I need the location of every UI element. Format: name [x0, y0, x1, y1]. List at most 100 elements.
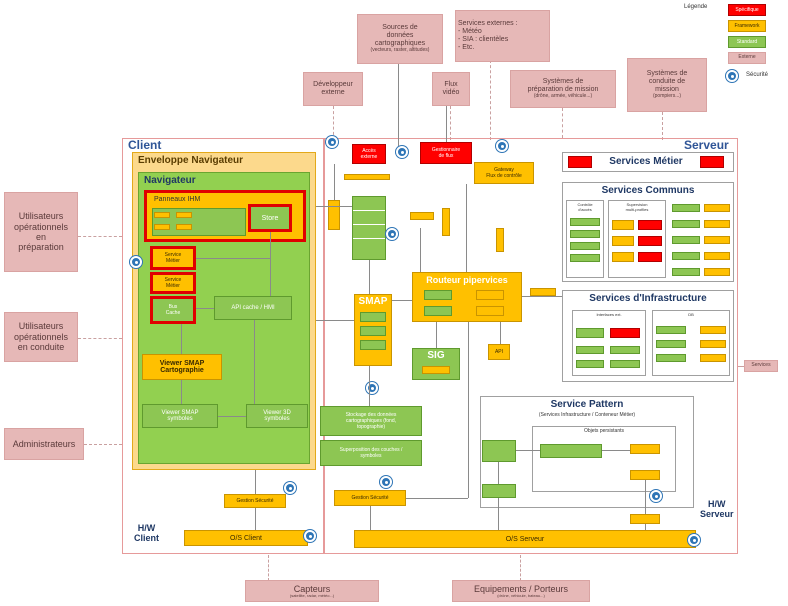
server-security-manager: Gestion Sécurité [334, 490, 406, 506]
line-carto [398, 64, 399, 146]
persistent-objects-frame [532, 426, 676, 492]
right-services-label: Services [751, 362, 771, 369]
video-flows: Flux vidéo [432, 72, 470, 106]
stack-divider-3 [353, 238, 385, 239]
legend-framework: Framework [728, 20, 766, 32]
equipment-sub: (drône, véhicule, bateau...) [497, 592, 545, 598]
infra-a-item-4 [610, 346, 640, 354]
envelope-title: Enveloppe Navigateur [138, 155, 244, 166]
common-d-5 [704, 268, 730, 276]
legend-external: Externe [728, 52, 766, 64]
equipment-label: Equipements / Porteurs [473, 583, 569, 594]
flow-manager: Gestionnaire de flux [420, 142, 472, 164]
router-link-chip [530, 288, 556, 296]
hmi-chip-2 [176, 212, 192, 218]
line-pattern-os [498, 498, 499, 530]
layer-stack: Superposition des couches / symboles [320, 440, 422, 466]
external-services: Services externes : - Météo - SIA : clie… [455, 10, 550, 62]
small-chip-a [410, 212, 434, 220]
infra-b-item-1 [656, 326, 686, 334]
router-part-3 [424, 306, 452, 316]
connector-driving [662, 112, 663, 140]
line-chip-router [420, 228, 421, 272]
line-router-sig [436, 322, 437, 348]
security-icon [130, 256, 142, 268]
common-b-item-6 [638, 252, 662, 262]
legend-security: Sécurité [746, 72, 769, 78]
sig-box [412, 348, 460, 380]
external-services-label: Services externes : - Météo - SIA : clie… [458, 19, 518, 52]
pattern-left-2 [482, 484, 516, 498]
line-env-security [255, 470, 256, 494]
infra-b-item-6 [700, 354, 726, 362]
line-api-3d [254, 320, 255, 404]
business-chip-right [700, 156, 724, 168]
carto-storage: Stockage des données cartographiques (fo… [320, 406, 422, 436]
line-viewer-symbols [181, 380, 182, 404]
router-part-1 [424, 290, 452, 300]
line-pattern-left-object [516, 450, 540, 451]
ops-prep-label: Utilisateurs opérationnels en préparatio… [13, 211, 69, 253]
legend-title: Légende [684, 4, 708, 10]
security-icon [396, 146, 408, 158]
small-chip-c [496, 228, 504, 252]
router-part-4 [476, 306, 504, 316]
carto-sources-label: Sources de données cartographiques [374, 24, 426, 48]
common-d-1 [704, 204, 730, 212]
line-dev-chip [334, 164, 335, 200]
security-icon [304, 530, 316, 542]
connector-equipment [520, 555, 521, 581]
external-developer: Développeur externe [303, 72, 363, 106]
line-right-os [645, 524, 646, 530]
bus-cache-label: Bus Cache [154, 299, 192, 321]
smap-part-1 [360, 312, 386, 322]
server-os: O/S Serveur [354, 530, 696, 548]
viewer-3d: Viewer 3D symboles [246, 404, 308, 428]
connector-admins [84, 444, 122, 445]
client-label: Client [128, 138, 162, 152]
common-c-3 [672, 236, 700, 244]
small-chip-b [442, 208, 450, 236]
ops-driving-label: Utilisateurs opérationnels en conduite [13, 321, 69, 353]
infra-a-item-6 [610, 360, 640, 368]
connector-chip-left [328, 200, 340, 230]
security-icon [366, 382, 378, 394]
sensors: Capteurs (satellite, radar, météo...) [245, 580, 379, 602]
persistent-objects-label: Objets persistants [583, 428, 625, 434]
router-title: Routeur pipervices [426, 275, 508, 285]
sig-title: SIG [427, 350, 445, 361]
pattern-right-3 [630, 514, 660, 524]
carto-sources-sub: (vecteurs, raster, altitudes) [370, 47, 430, 54]
common-c-1 [672, 204, 700, 212]
pattern-object [540, 444, 602, 458]
sig-chip [422, 366, 450, 374]
pattern-right-2 [630, 470, 660, 480]
ops-driving-users: Utilisateurs opérationnels en conduite [4, 312, 78, 362]
line-router-infra [522, 296, 562, 297]
business-services-title: Services Métier [609, 156, 683, 167]
common-c-2 [672, 220, 700, 228]
line-security-os [255, 508, 256, 530]
line-security-os-server [370, 506, 371, 530]
server-label: Serveur [684, 138, 729, 152]
security-icon [650, 490, 662, 502]
stack-divider-2 [353, 224, 385, 225]
security-icon [380, 476, 392, 488]
client-os: O/S Client [184, 530, 308, 546]
common-d-2 [704, 220, 730, 228]
api-cache: API cache / HMI [214, 296, 292, 320]
right-services: Services [744, 360, 778, 372]
connector-right [738, 366, 744, 367]
common-a-item-2 [570, 230, 600, 238]
line-store-api [270, 232, 271, 296]
smap-part-3 [360, 340, 386, 350]
business-service-a-label: Service Métier [154, 250, 192, 266]
service-pattern-sub: (Services Infrastructure / Conteneur Mét… [538, 412, 636, 418]
line-router-pattern [468, 322, 469, 498]
hw-server-label: H/W Serveur [700, 499, 734, 519]
common-b-item-5 [612, 252, 634, 262]
line-cache-api [196, 308, 214, 309]
infra-a-item-5 [576, 360, 604, 368]
hmi-chip-3 [154, 224, 170, 230]
driving-systems-sub: (pompiers...) [652, 93, 682, 100]
